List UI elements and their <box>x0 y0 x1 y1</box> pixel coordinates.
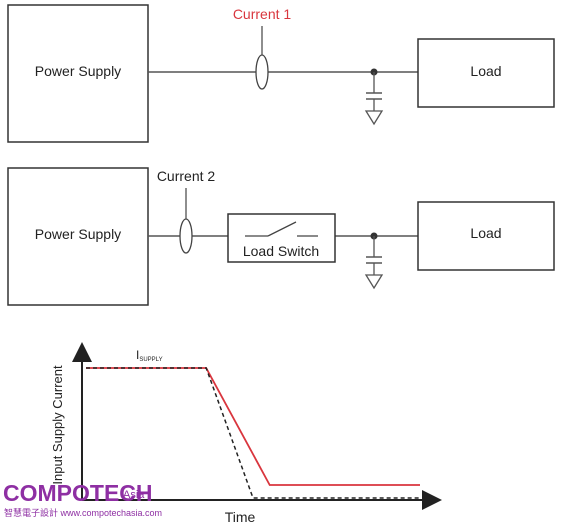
series-label-main: I <box>136 348 139 362</box>
load-box-top <box>417 38 555 108</box>
load-label-top: Load <box>470 63 501 79</box>
switch-symbol <box>245 221 318 237</box>
power-supply-box-top <box>7 4 149 143</box>
current-probe-1 <box>255 54 269 90</box>
series-label: ISUPPLY <box>136 348 163 363</box>
watermark-brand: COMPOTECH <box>3 480 153 506</box>
load-label-bottom: Load <box>470 225 501 241</box>
watermark-subtitle: 智慧電子設計 www.compotechasia.com <box>4 508 163 518</box>
power-supply-box-bottom <box>7 167 149 306</box>
supply-current-trace-dashed <box>86 367 420 499</box>
capacitor-ground-bottom <box>364 236 384 290</box>
current-2-label: Current 2 <box>157 168 216 184</box>
watermark-region: Asia <box>123 489 145 501</box>
power-supply-label-bottom: Power Supply <box>35 226 121 242</box>
current-probe-2 <box>179 218 193 254</box>
series-label-sub: SUPPLY <box>139 357 162 363</box>
capacitor-ground-top <box>364 72 384 126</box>
load-switch-box <box>227 213 336 263</box>
y-axis-label: Input Supply Current <box>50 365 65 485</box>
circuit-top: Power Supply Current 1 Load <box>7 4 555 143</box>
supply-current-trace-red <box>86 367 420 486</box>
load-box-bottom <box>417 201 555 271</box>
supply-current-graph: Input Supply Current Time ISUPPLY <box>50 342 442 524</box>
x-axis-label: Time <box>225 509 256 524</box>
power-supply-label-top: Power Supply <box>35 63 121 79</box>
current-1-label: Current 1 <box>233 6 292 22</box>
circuit-bottom: Power Supply Current 2 Load Switch Load <box>7 167 555 306</box>
load-switch-label: Load Switch <box>243 243 319 259</box>
